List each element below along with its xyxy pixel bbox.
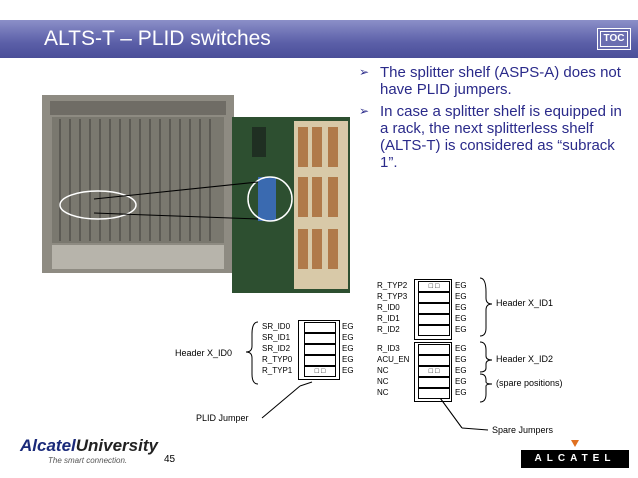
eg-label: EG xyxy=(455,366,467,375)
eg-label: EG xyxy=(455,355,467,364)
jumper-cell-fitted: □ □ xyxy=(418,281,450,292)
logo-university-text: University xyxy=(75,436,158,455)
left-jumper-block xyxy=(298,320,340,380)
backplane-photo xyxy=(232,117,350,293)
left-row-label: R_TYP0 xyxy=(262,355,293,364)
jumper-cell xyxy=(418,325,450,336)
toc-button[interactable]: TOC xyxy=(597,28,631,50)
eg-label: EG xyxy=(455,344,467,353)
eg-label: EG xyxy=(455,388,467,397)
slide-title: ALTS-T – PLID switches xyxy=(44,27,271,50)
jumper-cell xyxy=(418,303,450,314)
right-row-label: NC xyxy=(377,377,389,386)
shelf-photo xyxy=(42,95,234,273)
jumper-cell-fitted: □ □ xyxy=(418,366,450,377)
right-row-label: R_ID2 xyxy=(377,325,400,334)
page-number: 45 xyxy=(164,454,176,465)
right-row-label: NC xyxy=(377,366,389,375)
left-row-label: SR_ID0 xyxy=(262,322,291,331)
bullet-item: ➢ In case a splitter shelf is equipped i… xyxy=(357,103,627,171)
eg-label: EG xyxy=(455,377,467,386)
logo-alcatel-text: Alcatel xyxy=(20,436,76,455)
right-row-label: R_TYP2 xyxy=(377,281,408,290)
header-x-id1-label: Header X_ID1 xyxy=(496,298,554,308)
eg-label: EG xyxy=(342,333,354,342)
header-x-id2-label: Header X_ID2 xyxy=(496,354,554,364)
jumper-cell xyxy=(304,344,336,355)
jumper-cell xyxy=(304,355,336,366)
right-jumper-block-top xyxy=(414,279,452,340)
jumper-cell xyxy=(418,388,450,399)
bullet-list: ➢ The splitter shelf (ASPS-A) does not h… xyxy=(357,64,627,176)
jumper-cell xyxy=(418,377,450,388)
left-row-label: SR_ID1 xyxy=(262,333,291,342)
jumper-cell xyxy=(418,344,450,355)
spare-jumpers-label: Spare Jumpers xyxy=(492,425,554,435)
eg-label: EG xyxy=(455,303,467,312)
jumper-cell xyxy=(418,355,450,366)
eg-label: EG xyxy=(342,344,354,353)
jumper-cell xyxy=(304,333,336,344)
jumper-cell xyxy=(418,292,450,303)
title-bar: ALTS-T – PLID switches TOC xyxy=(0,20,638,58)
left-row-label: R_TYP1 xyxy=(262,366,293,375)
arrow-bullet-icon: ➢ xyxy=(359,65,370,79)
eg-label: EG xyxy=(455,281,467,290)
bullet-text: The splitter shelf (ASPS-A) does not hav… xyxy=(380,64,621,98)
eg-label: EG xyxy=(342,322,354,331)
alcatel-logo: ALCATEL xyxy=(521,450,629,468)
eg-label: EG xyxy=(455,314,467,323)
plid-jumper-label: PLID Jumper xyxy=(196,413,249,423)
right-row-label: R_TYP3 xyxy=(377,292,408,301)
spare-positions-label: (spare positions) xyxy=(496,378,563,388)
eg-label: EG xyxy=(455,325,467,334)
jumper-cell xyxy=(304,322,336,333)
arrow-bullet-icon: ➢ xyxy=(359,104,370,118)
alcatel-accent-icon xyxy=(571,440,579,447)
shelf-photo-drawing xyxy=(42,95,234,273)
right-row-label: NC xyxy=(377,388,389,397)
eg-label: EG xyxy=(342,366,354,375)
eg-label: EG xyxy=(455,292,467,301)
bullet-text: In case a splitter shelf is equipped in … xyxy=(380,103,622,171)
right-row-label: R_ID1 xyxy=(377,314,400,323)
right-row-label: R_ID3 xyxy=(377,344,400,353)
left-row-label: SR_ID2 xyxy=(262,344,291,353)
right-row-label: R_ID0 xyxy=(377,303,400,312)
alcatel-university-logo: AlcatelUniversity The smart connection. xyxy=(20,436,158,465)
jumper-cell xyxy=(418,314,450,325)
bullet-item: ➢ The splitter shelf (ASPS-A) does not h… xyxy=(357,64,627,98)
backplane-photo-drawing xyxy=(232,117,350,293)
right-row-label: ACU_EN xyxy=(377,355,410,364)
logo-tagline: The smart connection. xyxy=(48,456,128,465)
right-jumper-block-bottom xyxy=(414,342,452,402)
jumper-cell-fitted: □ □ xyxy=(304,366,336,377)
header-x-id0-label: Header X_ID0 xyxy=(175,348,233,358)
eg-label: EG xyxy=(342,355,354,364)
